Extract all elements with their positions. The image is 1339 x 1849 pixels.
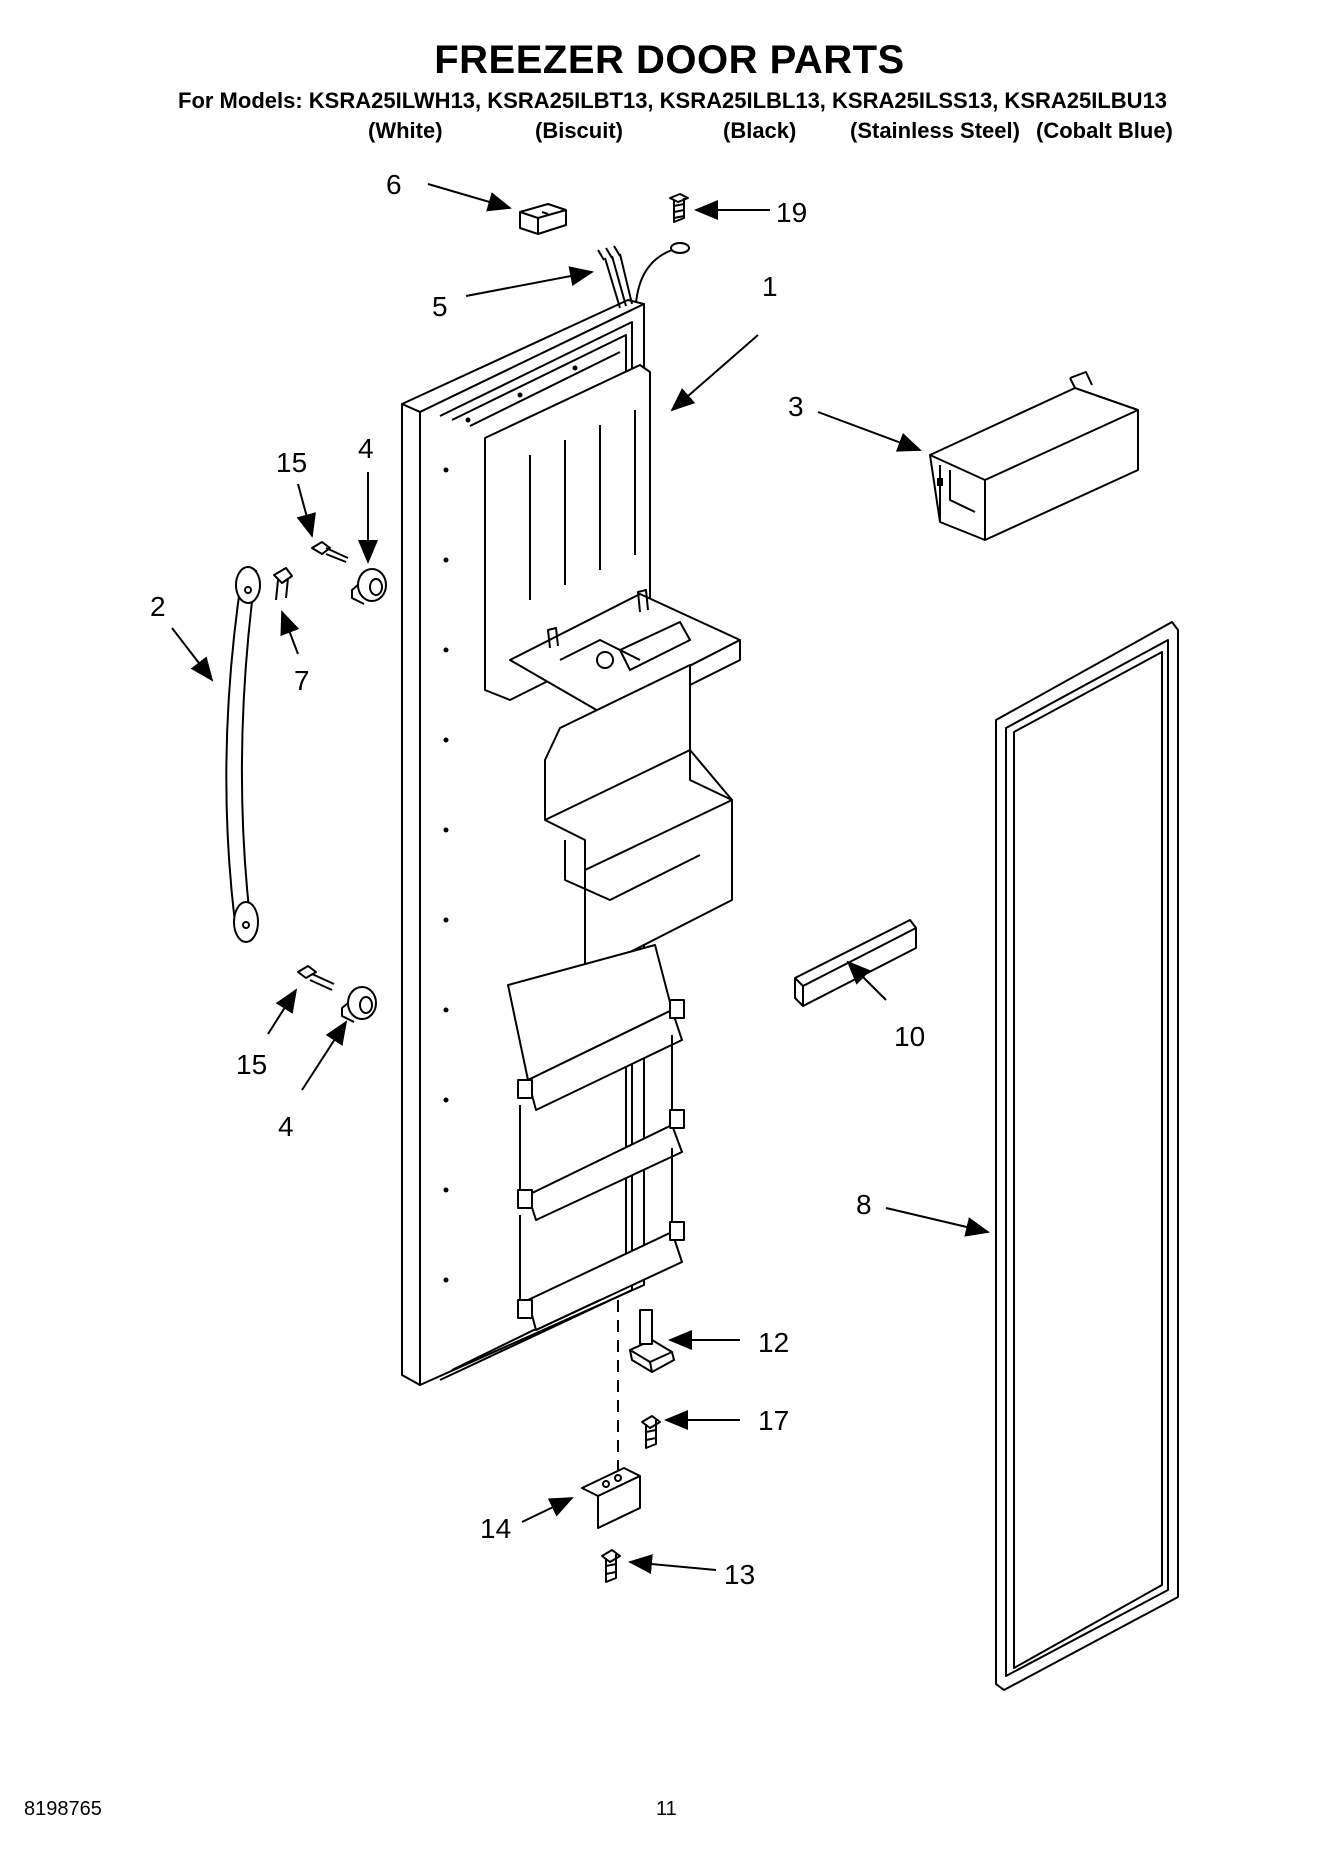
handle-spacer-bottom (341, 986, 377, 1023)
wire-connector (519, 203, 567, 235)
screw-17 (641, 1415, 661, 1449)
callout-19: 19 (776, 197, 807, 228)
leader-2 (171, 627, 214, 682)
leader-4-bottom (301, 1020, 348, 1091)
exploded-parts-diagram: 6 19 5 1 3 15 4 2 7 10 15 4 8 12 17 14 1… (150, 169, 1179, 1691)
callout-1: 1 (762, 271, 778, 302)
callout-2: 2 (150, 591, 166, 622)
freezer-door-panel (401, 299, 741, 1386)
ice-bin-rail (794, 919, 917, 1007)
page-title: FREEZER DOOR PARTS (434, 38, 905, 82)
callout-4-bottom: 4 (278, 1111, 294, 1142)
color-label-stainless: (Stainless Steel) (850, 118, 1020, 143)
callout-10: 10 (894, 1021, 925, 1052)
screw-19 (669, 193, 689, 223)
leader-15-top (296, 483, 316, 538)
handle-spacer-top (351, 568, 387, 605)
callout-14: 14 (480, 1513, 511, 1544)
callout-17: 17 (758, 1405, 789, 1436)
leader-10 (846, 960, 887, 1001)
door-gasket (995, 621, 1179, 1691)
callout-3: 3 (788, 391, 804, 422)
callout-15-top: 15 (276, 447, 307, 478)
callout-7: 7 (294, 665, 310, 696)
hinge-bracket (581, 1467, 641, 1529)
callout-6: 6 (386, 169, 402, 200)
screw-13 (601, 1549, 621, 1583)
leader-1 (670, 334, 759, 412)
leader-6 (427, 183, 512, 212)
callout-5: 5 (432, 291, 448, 322)
leader-5 (465, 266, 594, 297)
door-handle (225, 566, 261, 943)
callout-15-bottom: 15 (236, 1049, 267, 1080)
models-line: For Models: KSRA25ILWH13, KSRA25ILBT13, … (178, 88, 1168, 113)
color-label-cobalt: (Cobalt Blue) (1036, 118, 1173, 143)
color-label-black: (Black) (723, 118, 797, 143)
color-label-white: (White) (368, 118, 443, 143)
leader-13 (628, 1554, 717, 1574)
hinge-pin (629, 1309, 675, 1373)
callout-12: 12 (758, 1327, 789, 1358)
door-bin-rail (929, 371, 1139, 541)
leader-14 (521, 1497, 574, 1523)
callout-13: 13 (724, 1559, 755, 1590)
leader-8 (885, 1207, 990, 1237)
handle-screw-bottom (297, 965, 335, 991)
document-code: 8198765 (24, 1798, 102, 1820)
leader-7 (280, 610, 300, 655)
color-label-biscuit: (Biscuit) (535, 118, 623, 143)
page-header: FREEZER DOOR PARTS For Models: KSRA25ILW… (0, 0, 1339, 150)
leader-15-bottom (267, 988, 298, 1035)
leader-3 (817, 411, 922, 452)
page-number: 11 (656, 1798, 677, 1820)
callout-4-top: 4 (358, 433, 374, 464)
wire-harness (597, 242, 690, 309)
callout-8: 8 (856, 1189, 872, 1220)
handle-screw-top (273, 541, 349, 601)
